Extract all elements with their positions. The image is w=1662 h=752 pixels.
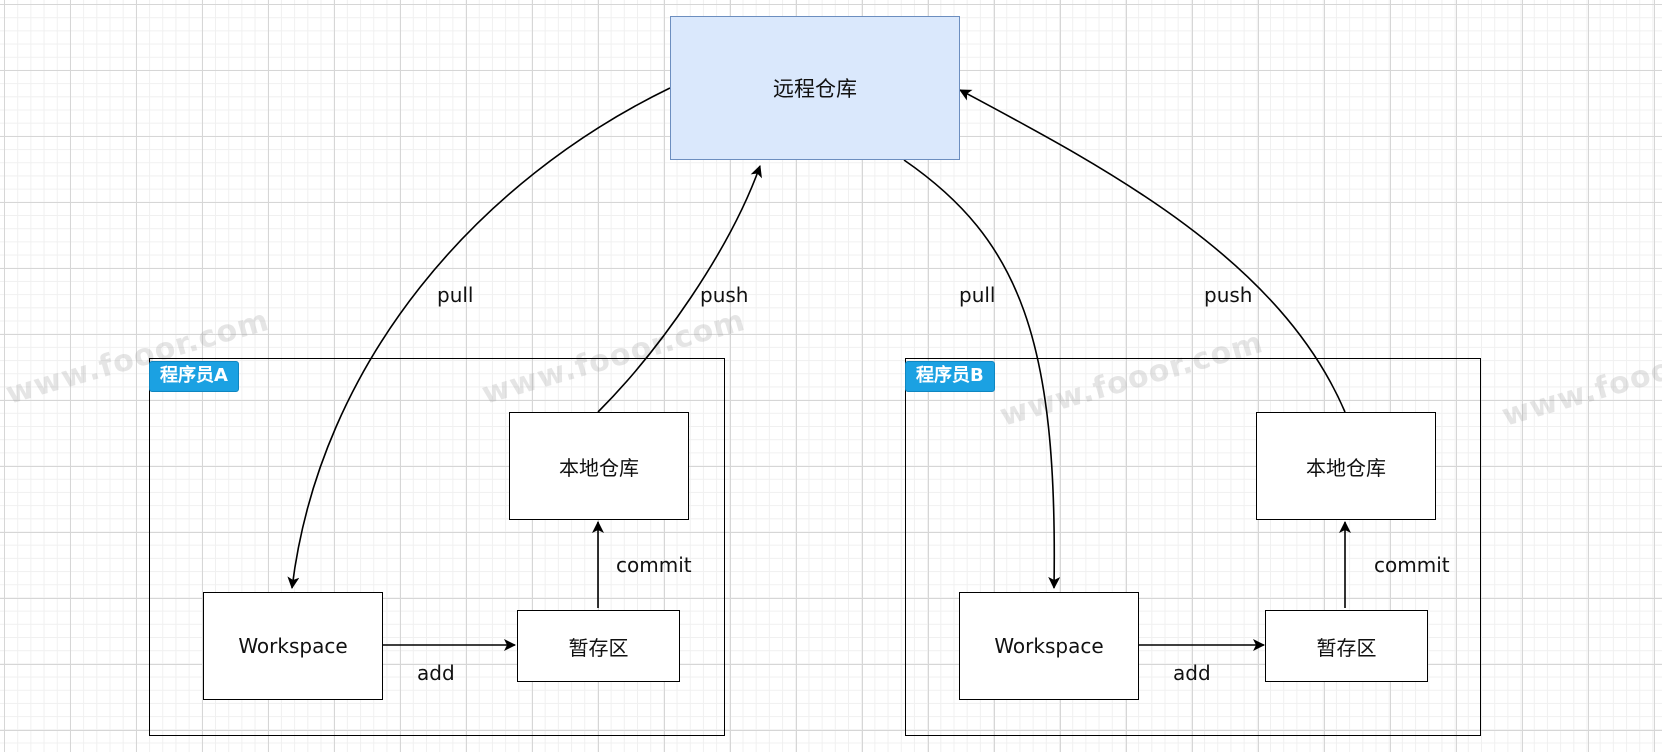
edge-pull-b <box>903 159 1061 589</box>
edge-label-pull-a: pull <box>437 283 474 307</box>
edge-label-commit-b: commit <box>1374 553 1450 577</box>
edge-label-commit-a: commit <box>616 553 692 577</box>
local-repo-node-b[interactable]: 本地仓库 <box>1256 412 1436 520</box>
edge-label-push-a: push <box>700 283 749 307</box>
edge-label-pull-b: pull <box>959 283 996 307</box>
edge-label-push-b: push <box>1204 283 1253 307</box>
staging-node-a[interactable]: 暂存区 <box>517 610 680 682</box>
remote-repo-node[interactable]: 远程仓库 <box>670 16 960 160</box>
workspace-node-b[interactable]: Workspace <box>959 592 1139 700</box>
edge-push-b <box>959 89 1346 413</box>
workspace-node-a[interactable]: Workspace <box>203 592 383 700</box>
programmer-a-tag: 程序员A <box>149 361 239 392</box>
programmer-a-group <box>149 358 725 736</box>
programmer-b-tag: 程序员B <box>905 361 995 392</box>
edge-push-a <box>597 165 762 413</box>
programmer-b-group <box>905 358 1481 736</box>
edge-label-add-a: add <box>417 661 455 685</box>
edge-pull-a <box>287 87 671 589</box>
local-repo-node-a[interactable]: 本地仓库 <box>509 412 689 520</box>
edge-label-add-b: add <box>1173 661 1211 685</box>
staging-node-b[interactable]: 暂存区 <box>1265 610 1428 682</box>
